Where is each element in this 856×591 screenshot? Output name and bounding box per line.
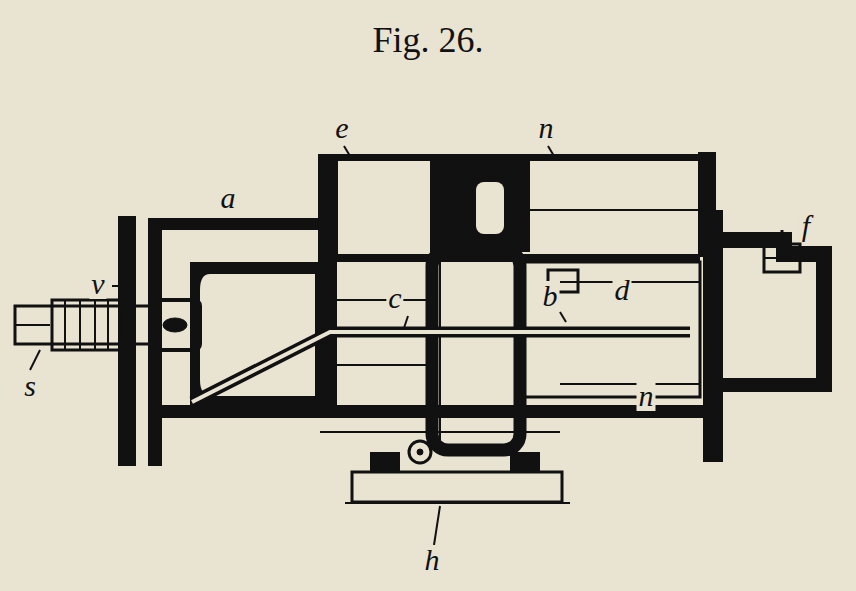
part-letter: n	[537, 113, 556, 143]
part-letter: s	[22, 371, 38, 401]
part-letter: h	[423, 545, 442, 575]
part-letter: f	[800, 211, 812, 241]
figure-title: Fig. 26.	[372, 22, 483, 58]
casing-walls	[118, 152, 832, 472]
part-letter: a	[219, 183, 238, 213]
part-letter: b	[541, 281, 560, 311]
part-letter: v	[89, 269, 106, 299]
part-letter: e	[333, 113, 350, 143]
part-letter: d	[613, 275, 632, 305]
part-letter: c	[386, 283, 403, 313]
part-letter: n	[637, 381, 656, 411]
casing-lines	[15, 146, 800, 545]
